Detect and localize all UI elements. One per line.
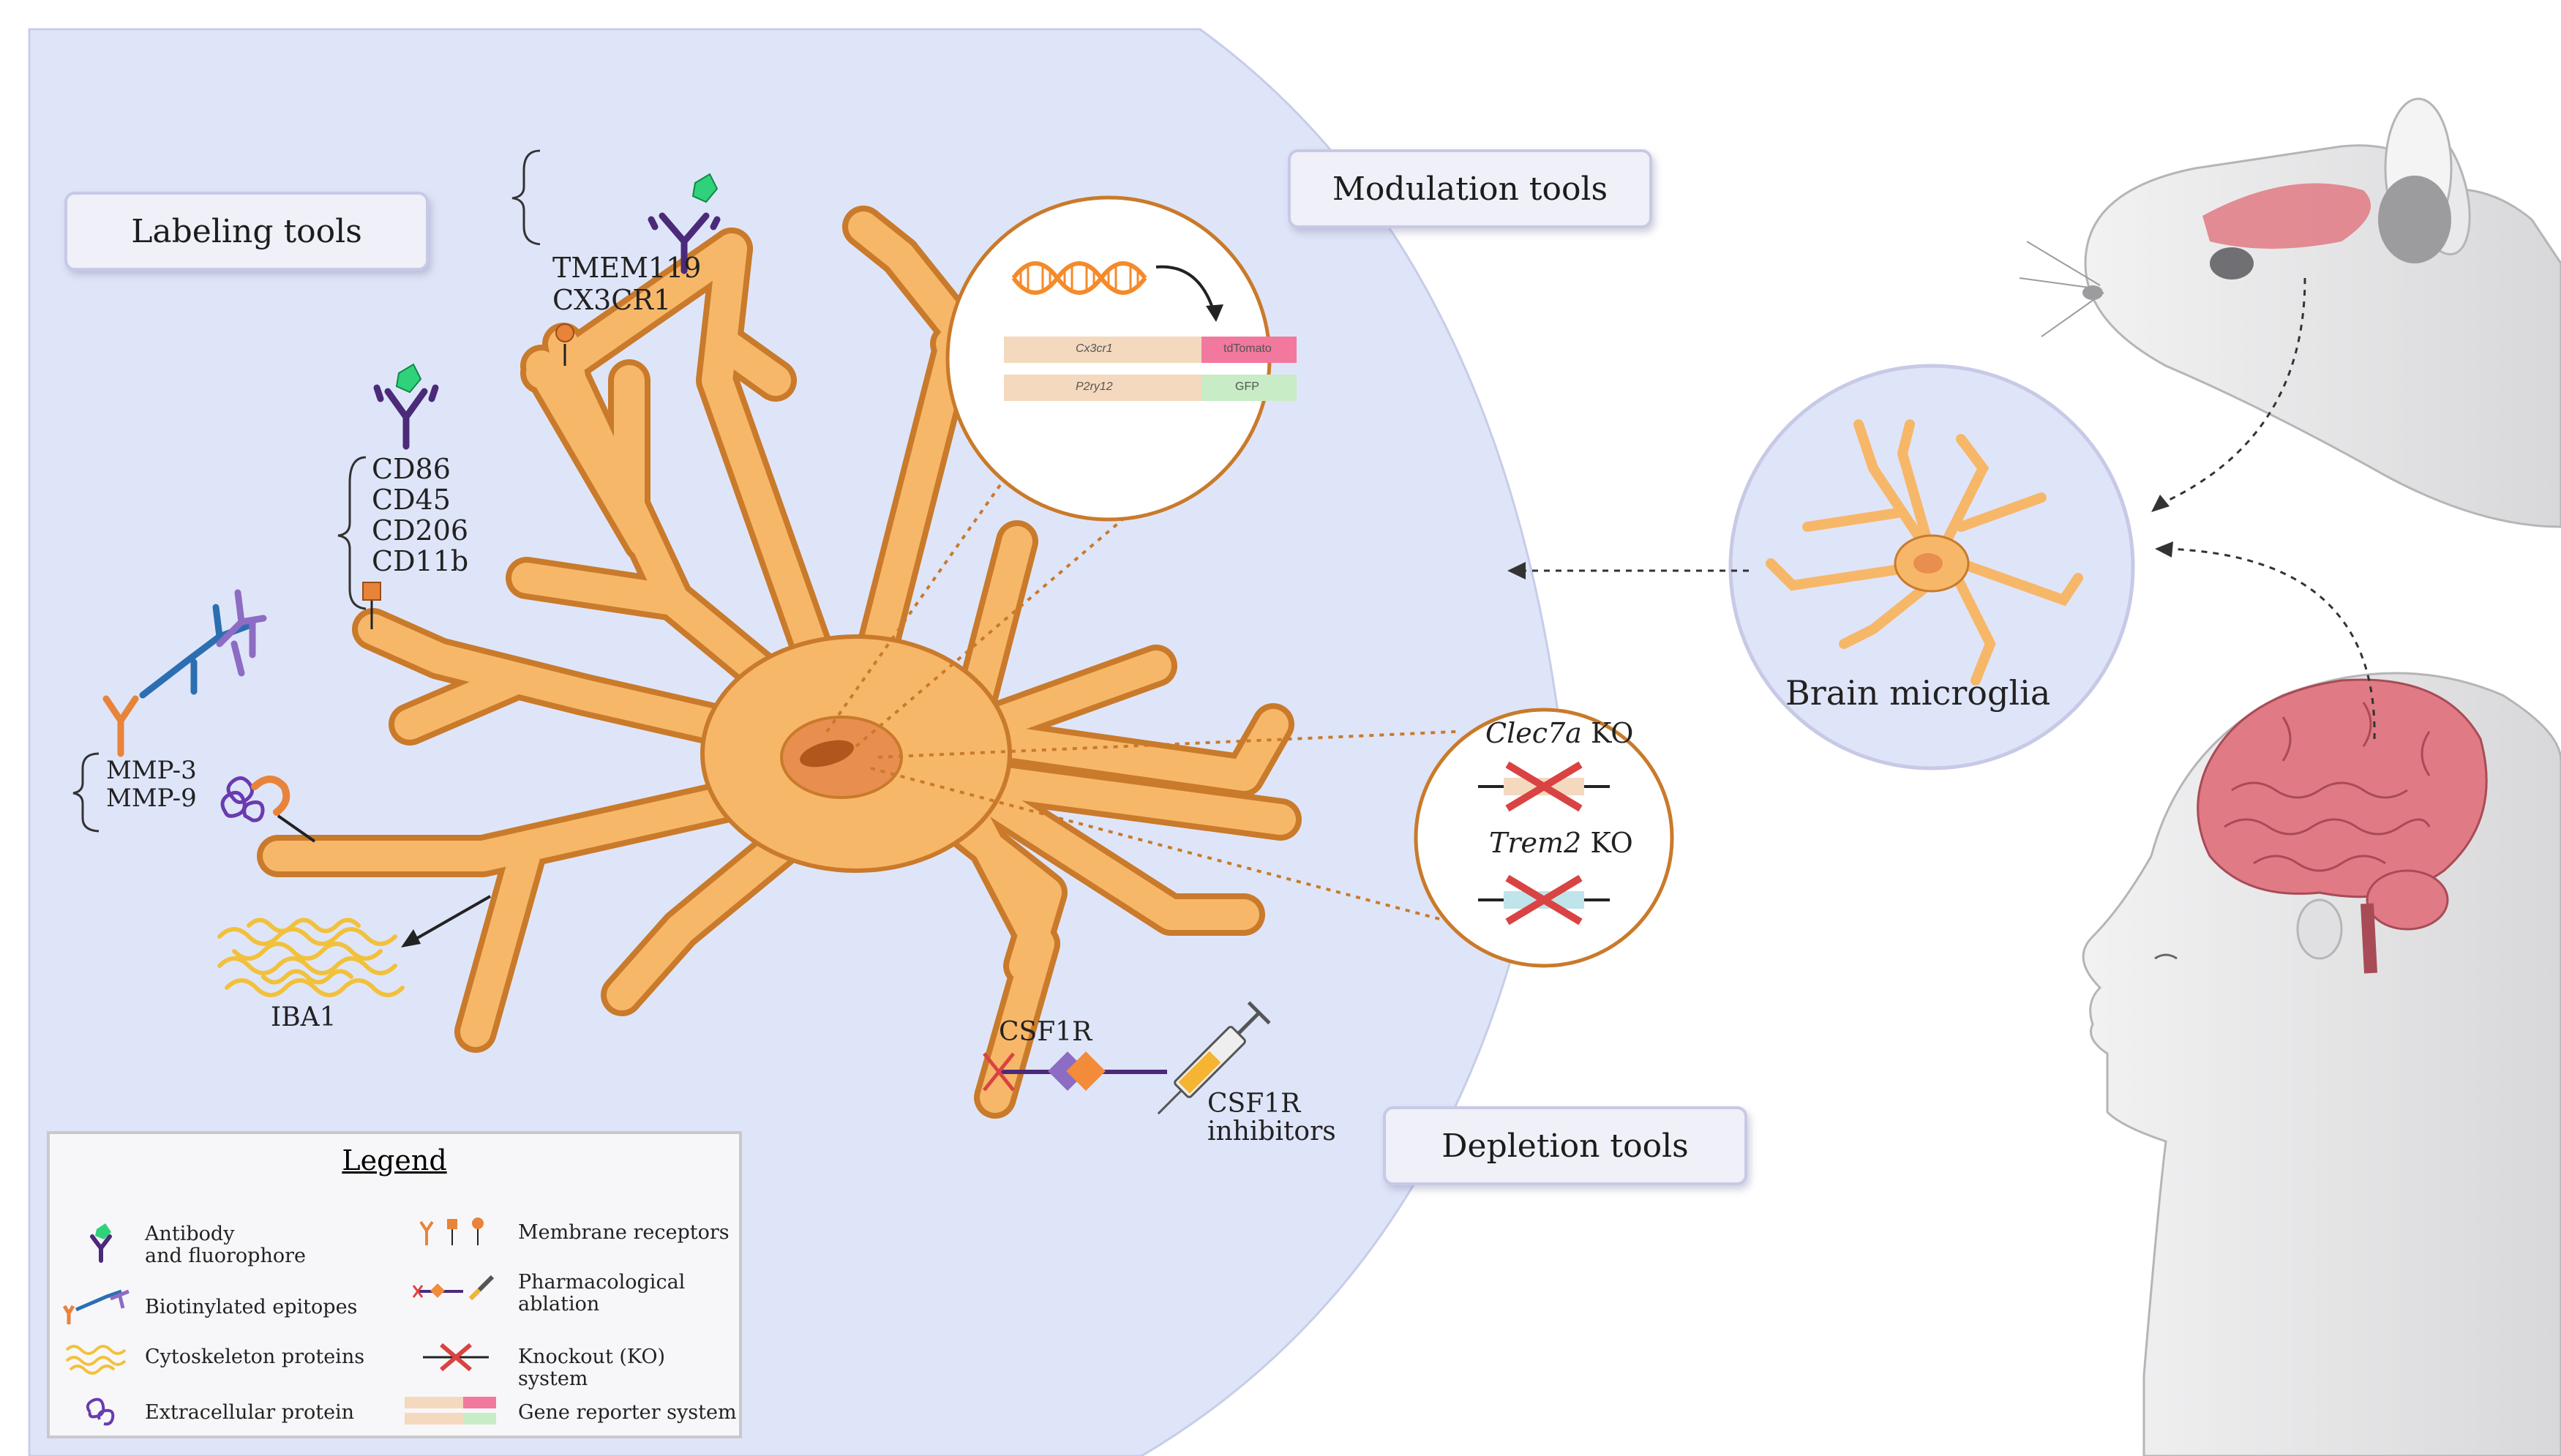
brain-microglia-label: Brain microglia [1785, 673, 2051, 713]
marker-group-2: CD86 CD45 CD206 CD11b [372, 454, 468, 577]
marker-label: TMEM119 [552, 252, 702, 284]
csf1r-inhibitors-label: CSF1R inhibitors [1207, 1090, 1336, 1146]
legend-text-line: and fluorophore [145, 1245, 306, 1267]
dna-icon [1011, 261, 1147, 295]
biotinylated-epitope-icon [63, 1289, 130, 1324]
legend-item-text: Knockout (KO) system [518, 1346, 666, 1390]
reporter-arrow-icon [1155, 265, 1216, 315]
inhibitor-line: inhibitors [1207, 1117, 1336, 1147]
cytoskeleton-protein-icon [65, 1345, 127, 1375]
dashed-arrow [2165, 547, 2376, 740]
marker-label: CD206 [372, 514, 469, 547]
legend-text-line: Pharmacological [518, 1271, 686, 1294]
extracellular-receptor-icon [251, 776, 290, 816]
legend-item-text: Membrane receptors [518, 1221, 730, 1244]
mouse-illustration [2019, 97, 2561, 528]
marker-group-3: MMP-3 MMP-9 [106, 757, 197, 812]
depletion-tools-title: Depletion tools [1441, 1127, 1689, 1165]
labeling-tools-title: Labeling tools [131, 212, 362, 250]
knockout-gene: Clec7a [1485, 717, 1582, 749]
marker-label: CX3CR1 [552, 284, 672, 316]
human-illustration [2082, 672, 2561, 1456]
nucleolus [800, 740, 854, 768]
modulation-tools-title: Modulation tools [1332, 170, 1608, 208]
csf1r-label: CSF1R [999, 1017, 1092, 1047]
knockout-zoom-circle [1414, 708, 1674, 968]
membrane-receptor-icon [419, 1217, 484, 1245]
dashed-arrow [2158, 277, 2306, 506]
reporter-tag-1: tdTomato [1223, 342, 1272, 355]
legend-item-text: Biotinylated epitopes [145, 1296, 358, 1318]
reporter-tag-2: GFP [1235, 380, 1259, 393]
knockout-gene: Trem2 [1489, 827, 1582, 859]
biotinylated-epitope-icon [102, 589, 267, 757]
legend-text-line: ablation [518, 1293, 600, 1316]
reporter-gene-1: Cx3cr1 [1076, 342, 1113, 355]
antibody-fluorophore-icon [648, 212, 721, 274]
marker-label: CD86 [372, 453, 451, 485]
knockout-suffix: KO [1590, 827, 1633, 859]
brace [511, 149, 541, 246]
extracellular-protein-icon [220, 776, 265, 822]
labeling-tools-panel: Labeling tools [64, 192, 429, 271]
membrane-receptor-icon [362, 582, 381, 629]
legend-title: Legend [342, 1144, 447, 1177]
legend-item-text: Pharmacological ablation [518, 1272, 685, 1316]
syringe-icon [1157, 1001, 1271, 1115]
iba1-label: IBA1 [271, 1002, 337, 1032]
extracellular-protein-icon [86, 1397, 115, 1426]
cytoskeleton-protein-icon [217, 917, 405, 997]
pharmacological-ablation-icon [983, 1051, 1167, 1092]
brace [72, 752, 100, 833]
marker-label: CD45 [372, 484, 451, 516]
antibody-fluorophore-icon [373, 384, 439, 450]
legend-item-text: Extracellular protein [145, 1401, 355, 1424]
legend-text-line: Antibody [145, 1223, 235, 1245]
legend-item-text: Gene reporter system [518, 1401, 737, 1424]
antibody-fluorophore-icon [90, 1223, 112, 1263]
knockout-icon [1478, 874, 1610, 926]
knockout-icon [1478, 761, 1610, 812]
membrane-receptor-icon [555, 323, 574, 366]
marker-group-1: TMEM119 CX3CR1 [552, 252, 701, 316]
legend-item-text: Cytoskeleton proteins [145, 1346, 365, 1368]
knockout-icon [423, 1343, 489, 1372]
marker-label: CD11b [372, 545, 469, 577]
depletion-tools-panel: Depletion tools [1383, 1106, 1747, 1185]
pharmacological-ablation-icon [412, 1275, 495, 1301]
gene-reporter-icon [405, 1397, 496, 1425]
inhibitor-line: CSF1R [1207, 1089, 1301, 1119]
legend-item-text: Antibody and fluorophore [145, 1223, 306, 1267]
legend: Legend Antibody and fluorophore Biotinyl… [47, 1131, 742, 1438]
zoom-connectors [825, 452, 1479, 931]
reporter-gene-2: P2ry12 [1076, 380, 1113, 393]
knockout-label-2: Trem2 KO [1489, 827, 1633, 859]
marker-label: MMP-3 [106, 756, 197, 785]
knockout-suffix: KO [1590, 717, 1634, 749]
modulation-tools-panel: Modulation tools [1288, 149, 1652, 228]
brace [337, 456, 367, 610]
knockout-label-1: Clec7a KO [1485, 717, 1633, 749]
marker-label: MMP-9 [106, 784, 197, 813]
